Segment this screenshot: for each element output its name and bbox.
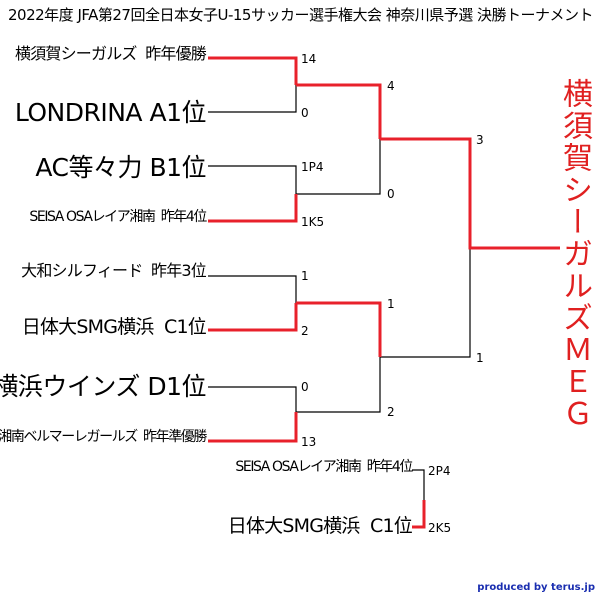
- page-title: 2022年度 JFA第27回全日本女子U-15サッカー選手権大会 神奈川県予選 …: [8, 6, 593, 24]
- score: 0: [387, 187, 395, 201]
- credit-text: produced by terus.jp: [477, 582, 595, 593]
- team-entry: 大和シルフィード 昨年3位: [21, 261, 207, 280]
- bracket-win-line: [208, 412, 298, 443]
- score: 1K5: [301, 215, 325, 229]
- score: 2: [301, 324, 309, 338]
- score: 2K5: [428, 521, 452, 535]
- bracket-win-line: [296, 301, 382, 357]
- score: 1P4: [301, 160, 324, 174]
- bracket-win-line: [412, 500, 426, 529]
- score: 3: [476, 133, 484, 147]
- bracket-line: [296, 139, 381, 195]
- bracket-win-line: [208, 303, 298, 332]
- bracket-line: [296, 357, 381, 413]
- bracket-line: [208, 85, 297, 113]
- team-entry: LONDRINA A1位: [14, 98, 207, 127]
- score: 4: [387, 79, 395, 93]
- score: 1: [301, 269, 309, 283]
- team-entry: AC等々力 B1位: [35, 153, 206, 182]
- score: 2P4: [428, 464, 451, 478]
- bracket-win-line: [208, 194, 298, 223]
- score: 0: [301, 106, 309, 120]
- team-entry: SEISA OSAレイア湘南 昨年4位: [29, 209, 207, 225]
- team-entry: 湘南ベルマーレガールズ 昨年準優勝: [0, 429, 207, 445]
- score: 1: [476, 351, 484, 365]
- third-place-team: SEISA OSAレイア湘南 昨年4位: [235, 459, 413, 475]
- bracket-win-line: [208, 56, 298, 85]
- score: 0: [301, 380, 309, 394]
- team-entry: 横須賀シーガルズ 昨年優勝: [15, 44, 207, 63]
- score: 13: [301, 435, 317, 449]
- score: 14: [301, 52, 317, 66]
- champion-label: 横須賀シーガルズＭＥＧ: [557, 78, 592, 430]
- bracket-win-line: [380, 137, 560, 250]
- bracket-line: [208, 386, 297, 412]
- bracket-line: [412, 469, 425, 500]
- bracket-line: [208, 275, 297, 303]
- score: 2: [387, 405, 395, 419]
- third-place-team: 日体大SMG横浜 C1位: [227, 515, 413, 537]
- bracket-line: [380, 248, 471, 358]
- bracket-line: [208, 165, 297, 194]
- team-entry: 日体大SMG横浜 C1位: [21, 316, 207, 338]
- team-entry: 横浜ウインズ D1位: [0, 372, 206, 401]
- score: 1: [387, 297, 395, 311]
- bracket-win-line: [296, 83, 382, 139]
